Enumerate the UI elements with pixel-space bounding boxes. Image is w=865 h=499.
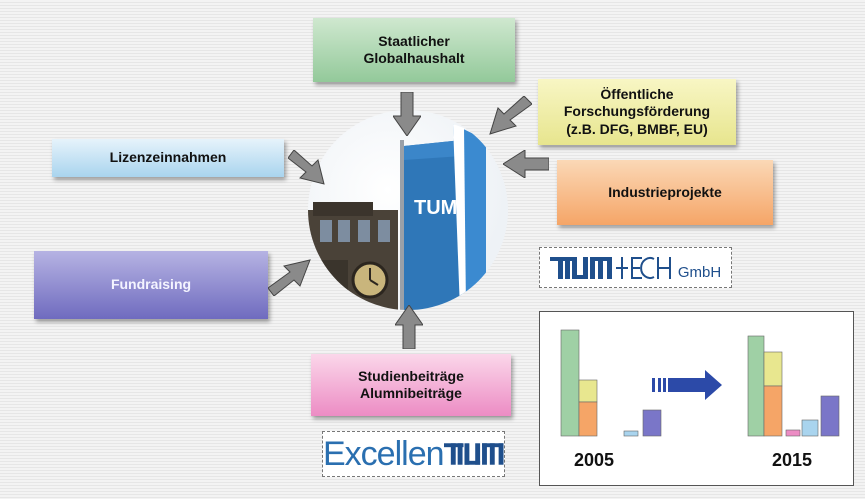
bar-2015-green — [747, 335, 765, 437]
box-forsch-line3: (z.B. DFG, BMBF, EU) — [566, 120, 708, 137]
box-industrie-label: Industrieprojekte — [608, 183, 722, 200]
bar-2015-orange — [763, 385, 783, 437]
arrow-from-lizenz — [288, 150, 325, 185]
tumtech-logo: GmbH — [539, 247, 732, 288]
bar-2015-violet — [820, 395, 840, 437]
tum-flag-photo: TUM — [308, 110, 508, 310]
box-studien-line1: Studienbeiträge — [358, 367, 464, 384]
tum-logo-mark — [443, 443, 504, 465]
box-lizenz-label: Lizenzeinnahmen — [109, 149, 227, 166]
box-staatlicher-globalhaushalt: Staatlicher Globalhaushalt — [313, 18, 515, 82]
box-fundraising: Fundraising — [34, 251, 268, 319]
bar-2005-violet — [642, 409, 662, 437]
excellentum-logo: Excellen — [322, 431, 505, 477]
box-staat-line1: Staatlicher — [378, 32, 450, 49]
arrow-down-from-staat — [393, 92, 421, 136]
box-industrieprojekte: Industrieprojekte — [557, 160, 773, 225]
box-forsch-line2: Forschungsförderung — [563, 103, 711, 120]
growth-arrow-dash-1 — [658, 378, 661, 392]
arrow-from-forschung — [489, 96, 532, 135]
chart-svg — [560, 329, 840, 437]
bar-2005-green — [560, 329, 580, 437]
svg-text:TUM: TUM — [414, 197, 457, 219]
bar-2015-lightblue — [801, 419, 819, 437]
bar-2005-orange — [578, 401, 598, 437]
bar-2015-pink — [785, 429, 801, 437]
year-label-2005: 2005 — [574, 450, 615, 470]
bar-2005-yellow — [578, 379, 598, 403]
growth-arrow-dash-0 — [652, 378, 655, 392]
tumtech-gmbh-text: GmbH — [677, 264, 722, 281]
box-studien-line2: Alumnibeiträge — [360, 385, 462, 401]
growth-arrow-icon — [668, 370, 722, 400]
funding-growth-chart: 2005 2015 — [539, 311, 854, 486]
box-forschungsfoerderung: Öffentliche Forschungsförderung (z.B. DF… — [538, 79, 736, 145]
bar-2015-yellow — [763, 351, 783, 387]
arrow-from-industrie — [503, 150, 549, 178]
tumtech-logo-mark — [549, 256, 671, 279]
arrow-up-from-studien — [395, 305, 423, 349]
box-studienbeitraege: Studienbeiträge Alumnibeiträge — [311, 354, 511, 416]
box-forsch-line1: Öffentliche — [600, 85, 674, 102]
bar-2005-lightblue — [623, 430, 639, 437]
year-label-2015: 2015 — [772, 450, 813, 470]
box-lizenzeinnahmen: Lizenzeinnahmen — [52, 139, 284, 177]
box-staat-line2: Globalhaushalt — [363, 50, 465, 66]
growth-arrow-dash-2 — [663, 378, 666, 392]
box-fund-label: Fundraising — [110, 276, 192, 293]
excellen-text: Excellen — [323, 434, 445, 473]
arrow-from-fundraising — [268, 259, 311, 296]
